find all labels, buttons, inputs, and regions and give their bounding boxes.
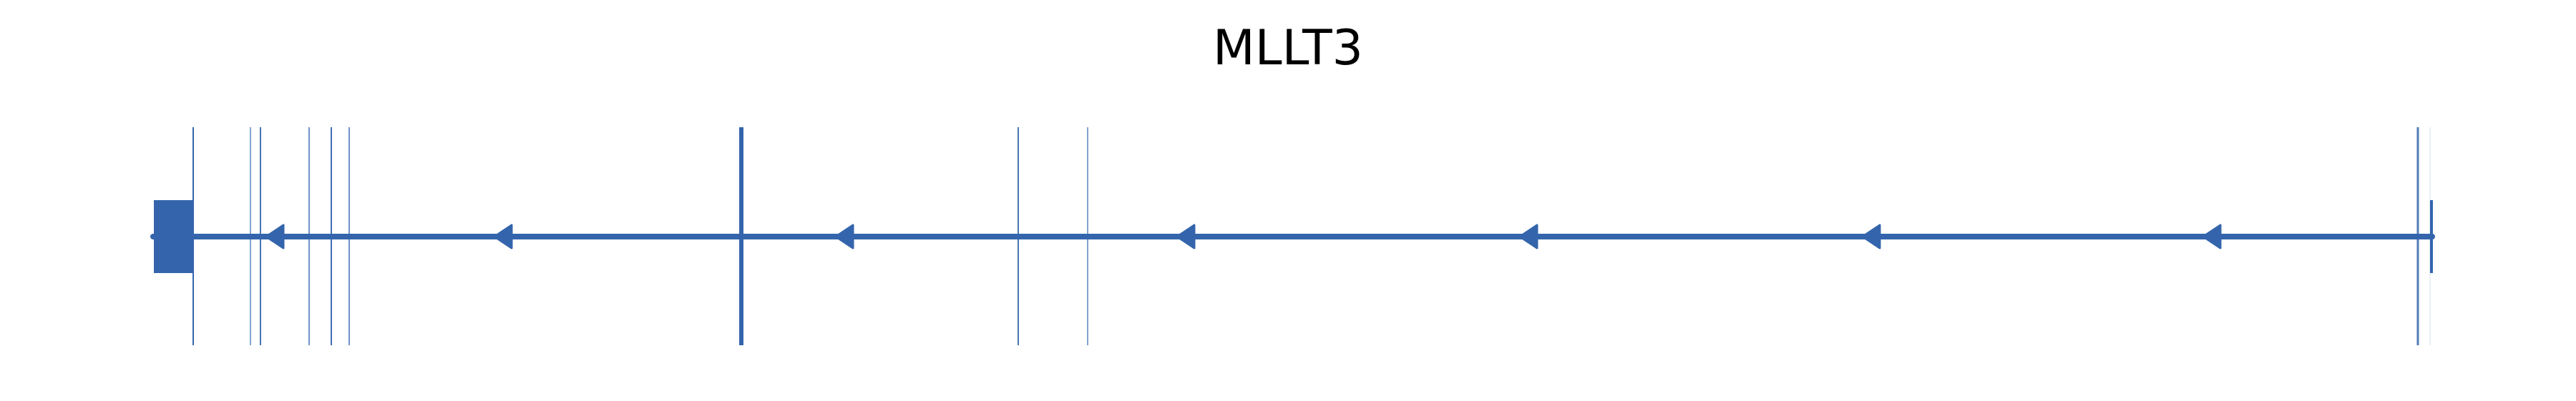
strand-arrow-icon bbox=[1518, 224, 1538, 249]
exon-marker bbox=[250, 127, 251, 345]
exon-marker bbox=[308, 127, 310, 345]
exon-marker bbox=[2416, 127, 2419, 345]
exon-marker bbox=[1087, 127, 1088, 345]
exon-marker bbox=[1018, 127, 1019, 345]
strand-arrow-icon bbox=[2202, 224, 2222, 249]
exon-block bbox=[154, 200, 193, 273]
strand-arrow-icon bbox=[493, 224, 513, 249]
strand-arrow-icon bbox=[1176, 224, 1196, 249]
exon-block bbox=[2430, 200, 2433, 273]
exon-marker bbox=[331, 127, 332, 345]
gene-title: MLLT3 bbox=[1213, 20, 1363, 76]
exon-marker bbox=[260, 127, 261, 345]
strand-arrow-icon bbox=[1861, 224, 1881, 249]
strand-arrow-icon bbox=[265, 224, 285, 249]
exon-marker bbox=[348, 127, 350, 345]
exon-marker bbox=[739, 127, 743, 345]
strand-arrow-icon bbox=[834, 224, 854, 249]
